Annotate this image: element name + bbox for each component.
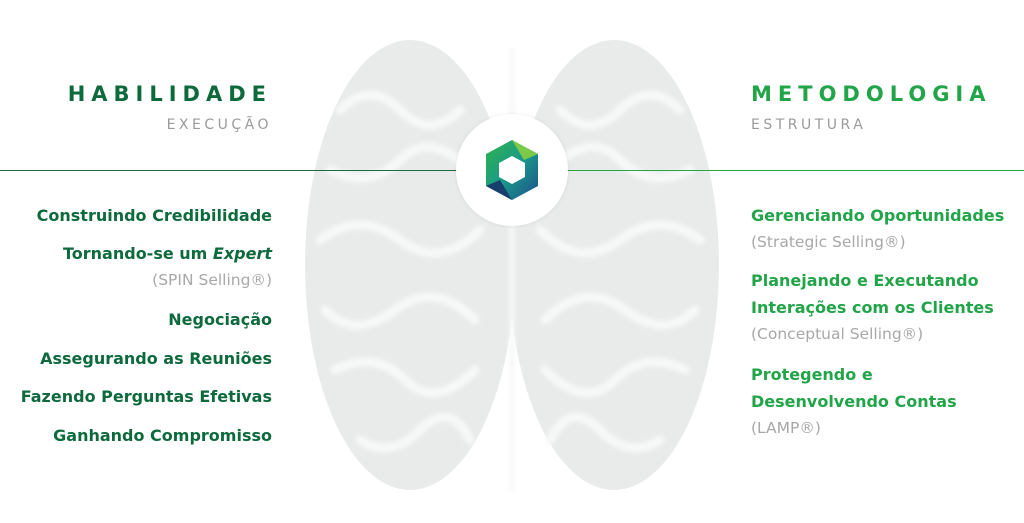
- brain-illustration: [305, 40, 719, 493]
- skill-item: Assegurando as Reuniões: [40, 349, 272, 368]
- skill-item-italic: Expert: [212, 244, 272, 263]
- right-title: METODOLOGIA: [751, 82, 992, 106]
- skill-item: Fazendo Perguntas Efetivas: [20, 387, 272, 406]
- method-note: (Conceptual Selling®): [751, 325, 924, 343]
- divider-right: [564, 170, 1024, 171]
- skill-item: Construindo Credibilidade: [36, 206, 272, 225]
- skill-note: (SPIN Selling®): [152, 271, 272, 289]
- method-item: Planejando e Executando: [751, 271, 979, 290]
- left-title: HABILIDADE: [67, 82, 272, 106]
- method-note: (LAMP®): [751, 419, 821, 437]
- logo: [456, 114, 568, 226]
- left-subtitle: EXECUÇÃO: [166, 117, 272, 133]
- method-note: (Strategic Selling®): [751, 233, 906, 251]
- skill-item-text: Tornando-se um: [62, 244, 213, 263]
- skill-item: Negociação: [168, 310, 272, 329]
- skill-item: Tornando-se um Expert: [63, 244, 272, 263]
- method-item: Protegendo e: [751, 365, 873, 384]
- hexagon-logo-icon: [486, 140, 538, 200]
- right-subtitle: ESTRUTURA: [751, 117, 867, 133]
- divider-left: [0, 170, 460, 171]
- method-item: Interações com os Clientes: [751, 298, 994, 317]
- method-item: Desenvolvendo Contas: [751, 392, 957, 411]
- skill-item: Ganhando Compromisso: [53, 426, 272, 445]
- method-item: Gerenciando Oportunidades: [751, 206, 1005, 225]
